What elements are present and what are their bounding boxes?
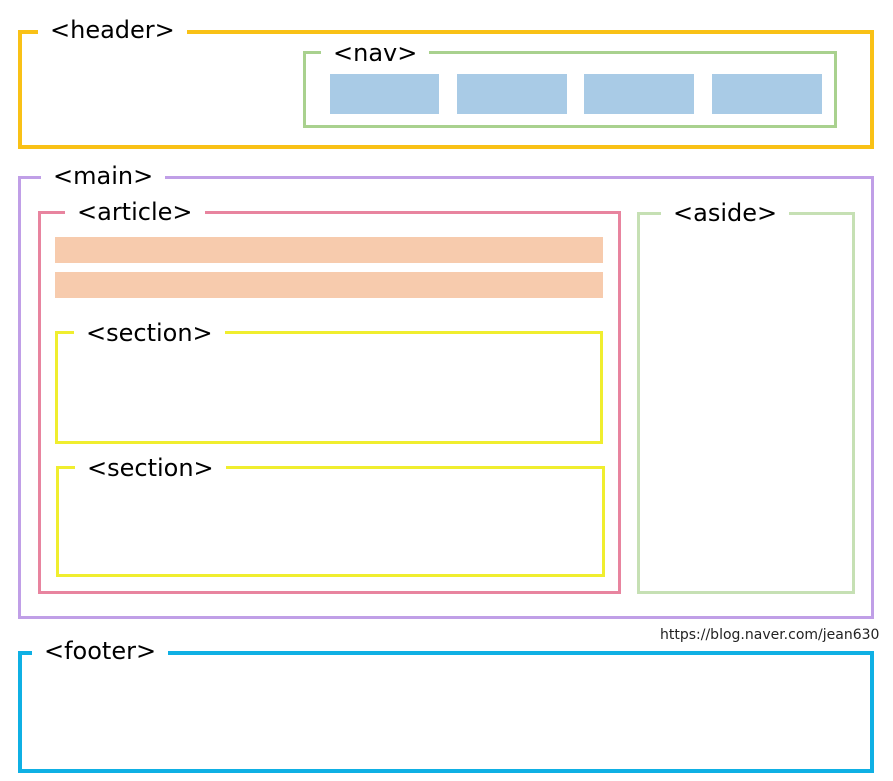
aside-label: <aside>: [661, 198, 790, 228]
nav-item-4: [712, 74, 822, 114]
nav-item-2: [457, 74, 567, 114]
section-label-1: <section>: [74, 318, 225, 348]
section-box-1: [55, 331, 603, 444]
section-box-2: [56, 466, 605, 577]
footer-label: <footer>: [32, 636, 169, 666]
footer-box: [18, 651, 874, 773]
article-bar-1: [55, 237, 603, 263]
header-label: <header>: [38, 15, 187, 45]
article-label: <article>: [65, 197, 205, 227]
section-label-2: <section>: [75, 453, 226, 483]
header-box: [18, 30, 874, 149]
nav-box: [303, 51, 837, 128]
article-box: [38, 211, 621, 594]
main-box: [18, 176, 874, 619]
aside-box: [637, 212, 855, 594]
nav-label: <nav>: [321, 38, 430, 68]
main-label: <main>: [41, 161, 166, 191]
article-bar-2: [55, 272, 603, 298]
credit-url: https://blog.naver.com/jean630: [660, 627, 880, 643]
nav-item-1: [330, 74, 439, 114]
nav-item-3: [584, 74, 694, 114]
